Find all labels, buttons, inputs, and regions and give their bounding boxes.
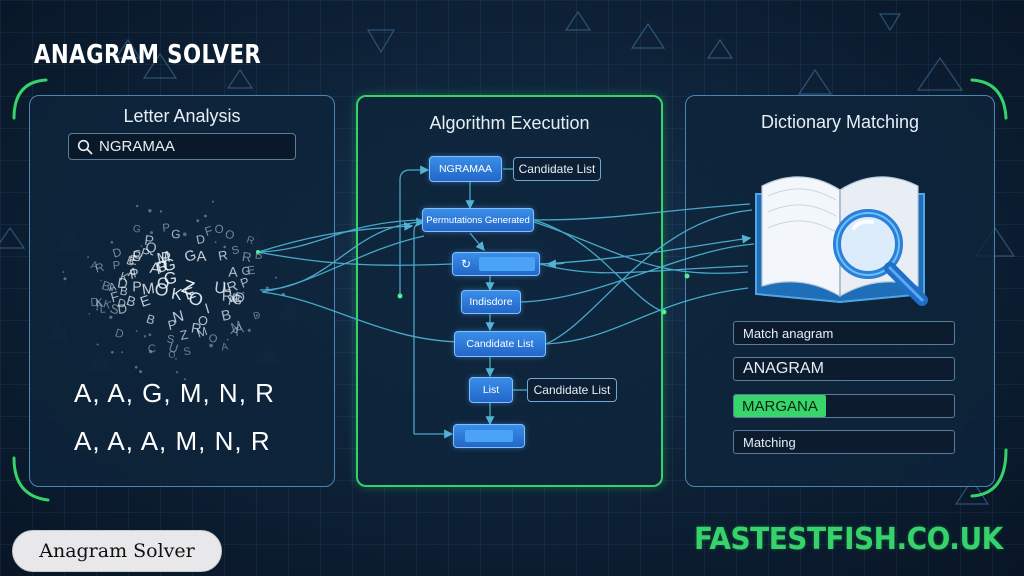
- candidate-list-label-bottom: Candidate List: [527, 378, 617, 402]
- letter-search-value: NGRAMAA: [99, 138, 175, 155]
- input-word-node[interactable]: NGRAMAA: [429, 156, 502, 182]
- match-anagram-field[interactable]: Match anagram: [733, 321, 955, 345]
- letter-analysis-title: Letter Analysis: [123, 106, 241, 126]
- magnifier-icon: [833, 209, 928, 306]
- search-icon: [77, 139, 93, 154]
- app-title: ANAGRAM SOLVER: [34, 40, 262, 70]
- processing-step-bar: [479, 257, 536, 271]
- processing-step-node[interactable]: ↻: [452, 252, 540, 276]
- candidate-list-node[interactable]: Candidate List: [454, 331, 546, 357]
- dictionary-matching-title: Dictionary Matching: [760, 112, 920, 132]
- margana-field[interactable]: MARGANA: [733, 394, 955, 418]
- anagram-solver-badge: Anagram Solver: [12, 530, 222, 572]
- output-node-bar: [465, 430, 513, 442]
- algorithm-execution-title: Algorithm Execution: [429, 113, 590, 133]
- letter-analysis-panel: Letter Analysis NGRAMAA A, A, G, M, N, R…: [29, 95, 335, 487]
- indexing-node[interactable]: Indisdore: [461, 290, 521, 314]
- anagram-field[interactable]: ANAGRAM: [733, 357, 955, 381]
- output-node[interactable]: [453, 424, 525, 448]
- permutations-generated-node[interactable]: Permutations Generated: [422, 208, 534, 232]
- letters-row-1: A, A, G, M, N, R: [74, 378, 275, 408]
- margana-highlight: MARGANA: [734, 395, 826, 417]
- candidate-list-label-top: Candidate List: [513, 157, 601, 181]
- letter-search-box[interactable]: NGRAMAA: [68, 133, 296, 160]
- refresh-icon: ↻: [461, 257, 472, 271]
- matching-field[interactable]: Matching: [733, 430, 955, 454]
- brand-logo-text: FASTESTFISH.CO.UK: [694, 522, 1003, 557]
- letters-row-2: A, A, A, M, N, R: [74, 426, 271, 456]
- list-node[interactable]: List: [469, 377, 513, 403]
